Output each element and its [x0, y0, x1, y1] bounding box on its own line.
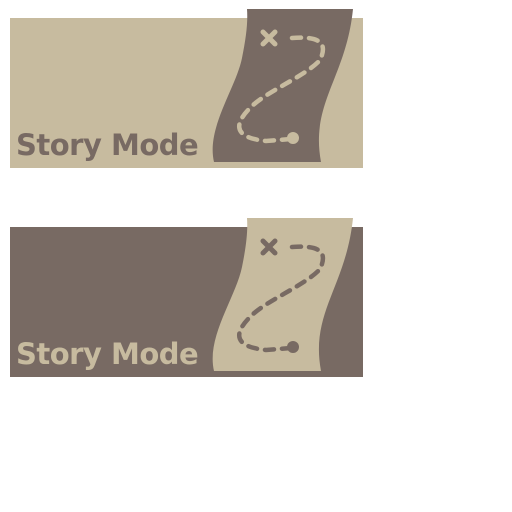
start-dot-icon: [287, 132, 299, 144]
dashed-path: [237, 244, 326, 353]
treasure-map-icon: [212, 218, 353, 371]
x-mark-icon: [260, 238, 278, 256]
story-mode-button-hover[interactable]: Story Mode: [10, 218, 363, 377]
dashed-path: [237, 35, 326, 144]
treasure-map-icon: [212, 9, 353, 162]
story-mode-button[interactable]: Story Mode: [10, 9, 363, 168]
button-graphic: [10, 218, 363, 377]
x-mark-icon: [260, 29, 278, 47]
story-mode-label: Story Mode: [16, 128, 199, 162]
story-mode-label: Story Mode: [16, 337, 199, 371]
button-graphic: [10, 9, 363, 168]
start-dot-icon: [287, 341, 299, 353]
